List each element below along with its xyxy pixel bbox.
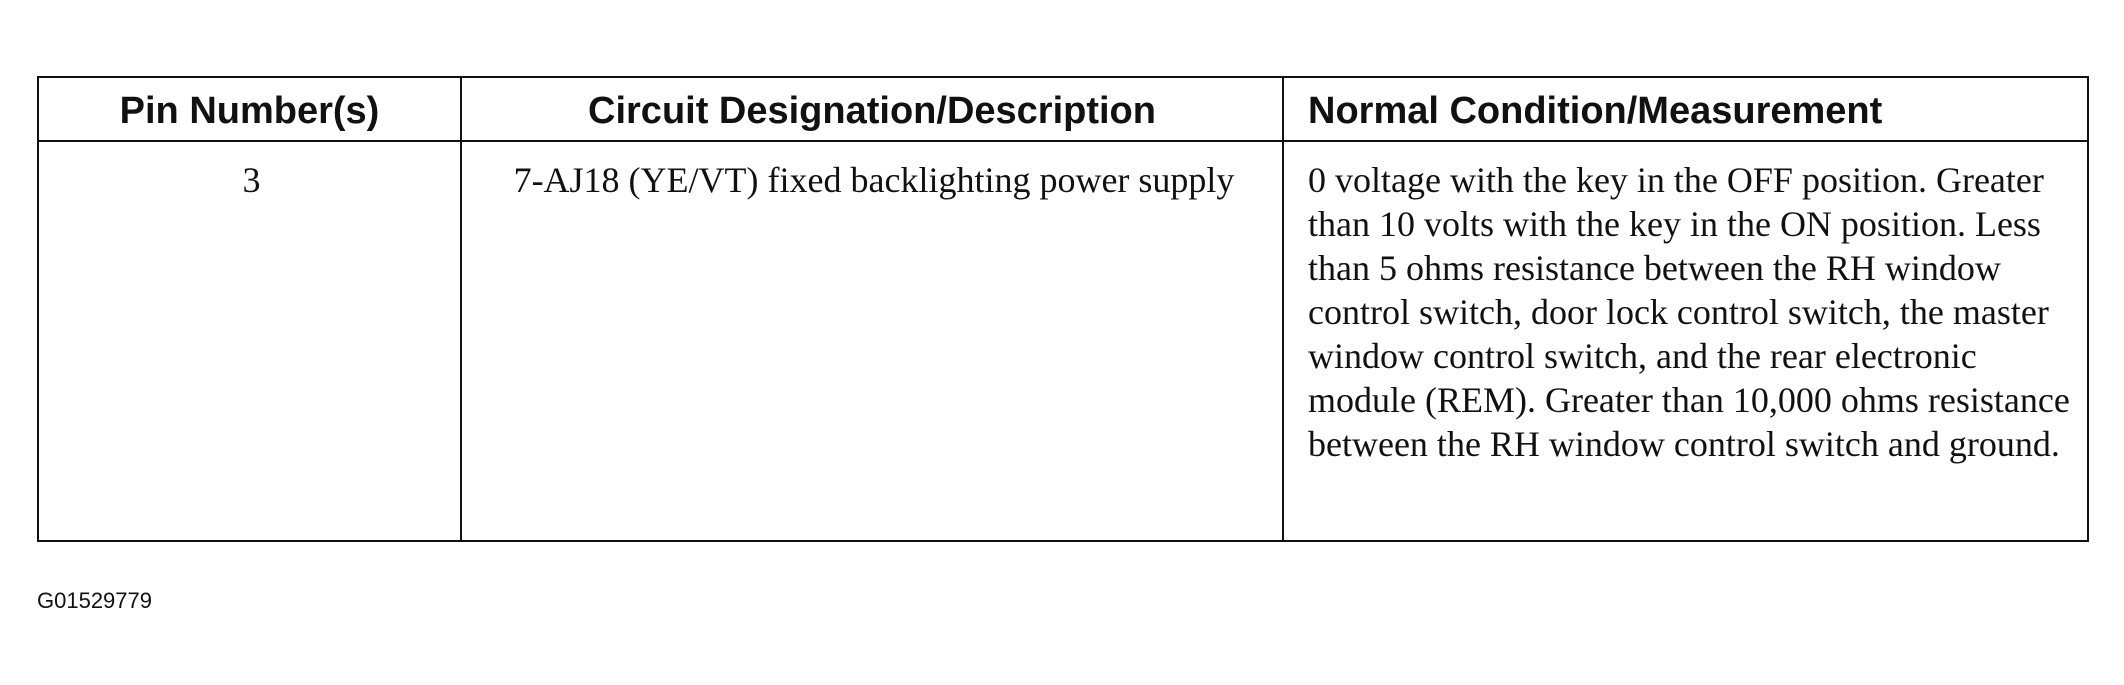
table-body: 3 7-AJ18 (YE/VT) fixed backlighting powe…	[37, 140, 2089, 542]
cell-normal-condition: 0 voltage with the key in the OFF positi…	[1282, 140, 2089, 542]
cell-pin-number: 3	[37, 140, 462, 542]
header-circuit-designation: Circuit Designation/Description	[460, 76, 1284, 142]
header-normal-condition: Normal Condition/Measurement	[1282, 76, 2089, 142]
table-row: 3 7-AJ18 (YE/VT) fixed backlighting powe…	[37, 140, 2089, 542]
header-pin-numbers: Pin Number(s)	[37, 76, 462, 142]
cell-circuit-description: 7-AJ18 (YE/VT) fixed backlighting power …	[460, 140, 1284, 542]
table-header: Pin Number(s) Circuit Designation/Descri…	[37, 76, 2089, 142]
figure-id-label: G01529779	[37, 588, 152, 613]
pin-measurement-table: Pin Number(s) Circuit Designation/Descri…	[37, 76, 2089, 542]
header-row: Pin Number(s) Circuit Designation/Descri…	[37, 76, 2089, 142]
